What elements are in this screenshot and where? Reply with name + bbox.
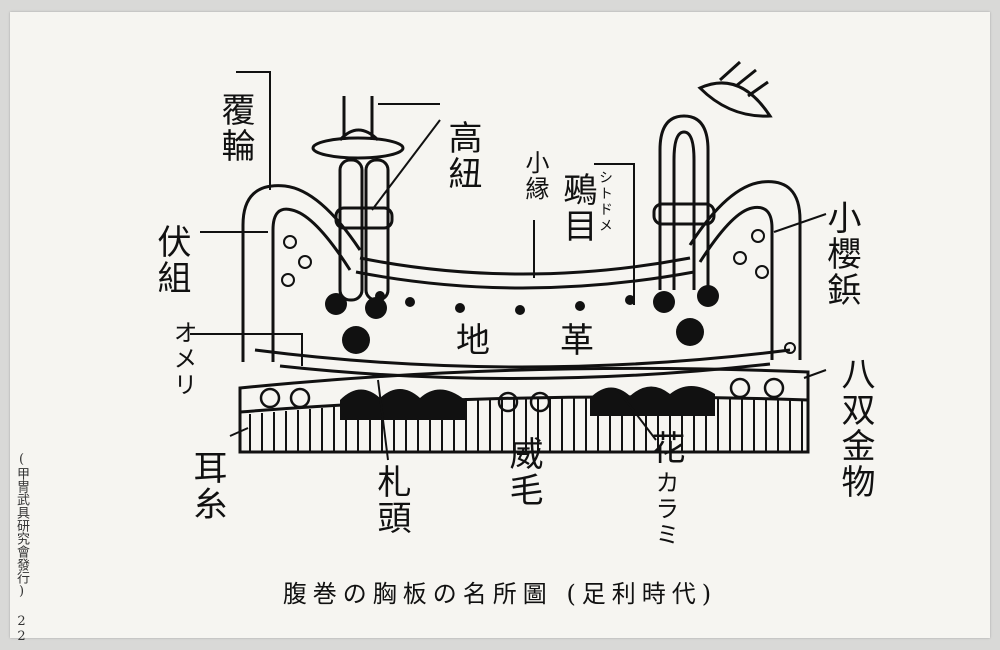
label-hanagarami: 花 xyxy=(645,430,685,466)
odoshige-fringe xyxy=(249,398,803,452)
label-hassou-kanamono: 八双金物 xyxy=(835,356,875,500)
right-takahimo-ends xyxy=(653,285,719,346)
label-shitodome-ruby: シトドメ xyxy=(597,170,613,234)
label-hanagarami-kana: カラミ xyxy=(651,470,679,548)
hassou-band xyxy=(238,366,810,414)
hanagarami-knots xyxy=(340,386,715,420)
left-takahimo xyxy=(311,96,405,302)
kasa-shape xyxy=(697,60,773,118)
label-fusegumi: 伏組 xyxy=(151,224,191,296)
label-sanegashira: 札頭 xyxy=(371,464,411,536)
postcard xyxy=(10,12,990,638)
label-fukurin: 覆輪 xyxy=(215,92,255,164)
left-takahimo-ends xyxy=(325,293,387,354)
kobuchi-line xyxy=(359,256,691,276)
hassou-rings xyxy=(259,377,785,413)
label-kozakura-byo: 小櫻鋲 xyxy=(821,200,861,308)
jigawa-bottom xyxy=(254,348,791,369)
leader-lines xyxy=(190,71,827,461)
shitodome-dots xyxy=(375,291,635,315)
label-takahimo: 高紐 xyxy=(442,120,482,192)
caption: 腹巻の胸板の名所圖 (足利時代) xyxy=(282,580,718,608)
label-shitodome: 鵐目 xyxy=(557,172,597,244)
label-odoshige: 威毛 xyxy=(503,436,543,508)
label-kobuchi: 小縁 xyxy=(521,150,549,202)
kozakura-rivets xyxy=(281,229,796,354)
label-omeri: オメリ xyxy=(169,320,197,398)
label-mimiito: 耳糸 xyxy=(187,450,227,522)
label-jigawa: 地革 xyxy=(456,321,664,361)
publisher-note: (甲冑武具研究會發行) 22 xyxy=(14,452,29,644)
right-fukurin-arc xyxy=(688,180,802,360)
right-takahimo xyxy=(652,114,716,290)
